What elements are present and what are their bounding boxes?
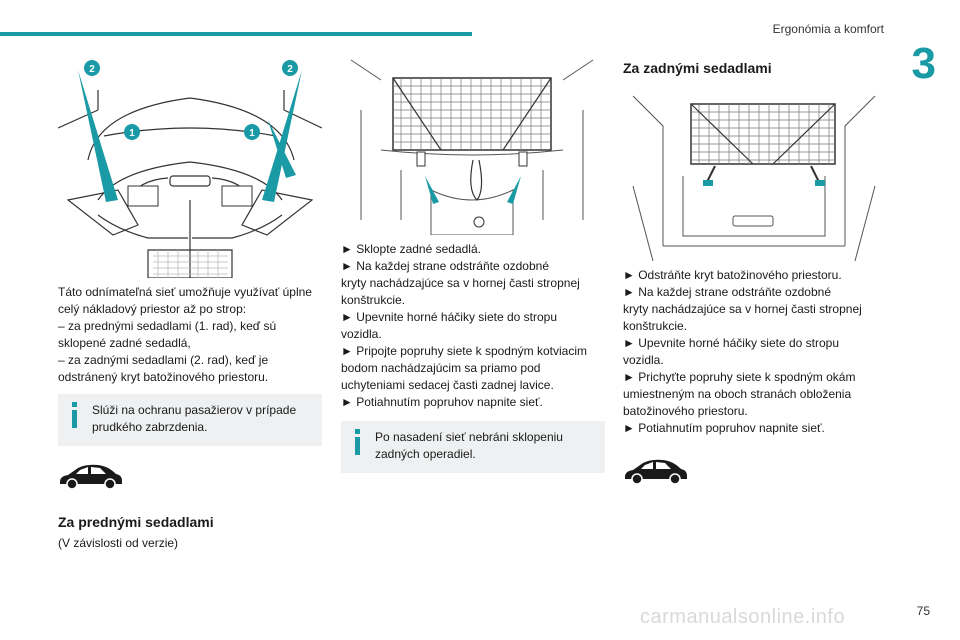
watermark: carmanualsonline.info bbox=[640, 606, 846, 628]
section-subtitle: (V závislosti od verzie) bbox=[58, 536, 179, 550]
column-1: 2 2 1 1 Táto odnímateľná sieť umožňuje v… bbox=[58, 50, 322, 550]
info-icon bbox=[70, 402, 80, 428]
header-accent-bar bbox=[0, 32, 472, 36]
marker-2-left: 2 bbox=[89, 64, 95, 75]
front-net-figure bbox=[341, 50, 603, 235]
section-title-rear: Za zadnými sedadlami bbox=[623, 60, 772, 76]
marker-2-right: 2 bbox=[287, 64, 293, 75]
section-title-front: Za prednými sedadlami bbox=[58, 514, 214, 530]
car-silhouette-icon bbox=[625, 459, 687, 485]
rear-steps: ► Odstráňte kryt batožinového priestoru.… bbox=[623, 268, 862, 435]
car-silhouette-icon bbox=[60, 464, 122, 490]
intro-paragraph: Táto odnímateľná sieť umožňuje využívať … bbox=[58, 285, 312, 384]
chapter-title: Ergonómia a komfort bbox=[772, 22, 884, 36]
info-note-2: Po nasadení sieť nebráni sklopeniu zadný… bbox=[341, 421, 605, 473]
page-number: 75 bbox=[916, 604, 930, 618]
column-3: Za zadnými sedadlami ► Odstráňte kryt ba… bbox=[623, 50, 887, 485]
info-icon bbox=[353, 429, 363, 455]
marker-1-left: 1 bbox=[129, 128, 135, 139]
marker-1-right: 1 bbox=[249, 128, 255, 139]
interior-net-figure: 2 2 1 1 bbox=[58, 60, 322, 278]
rear-net-figure bbox=[632, 95, 876, 261]
info-note: Slúži na ochranu pasažierov v prípade pr… bbox=[58, 394, 322, 446]
chapter-number: 3 bbox=[911, 39, 936, 88]
column-2: ► Sklopte zadné sedadlá. ► Na každej str… bbox=[341, 50, 605, 473]
front-steps: ► Sklopte zadné sedadlá. ► Na každej str… bbox=[341, 242, 587, 409]
